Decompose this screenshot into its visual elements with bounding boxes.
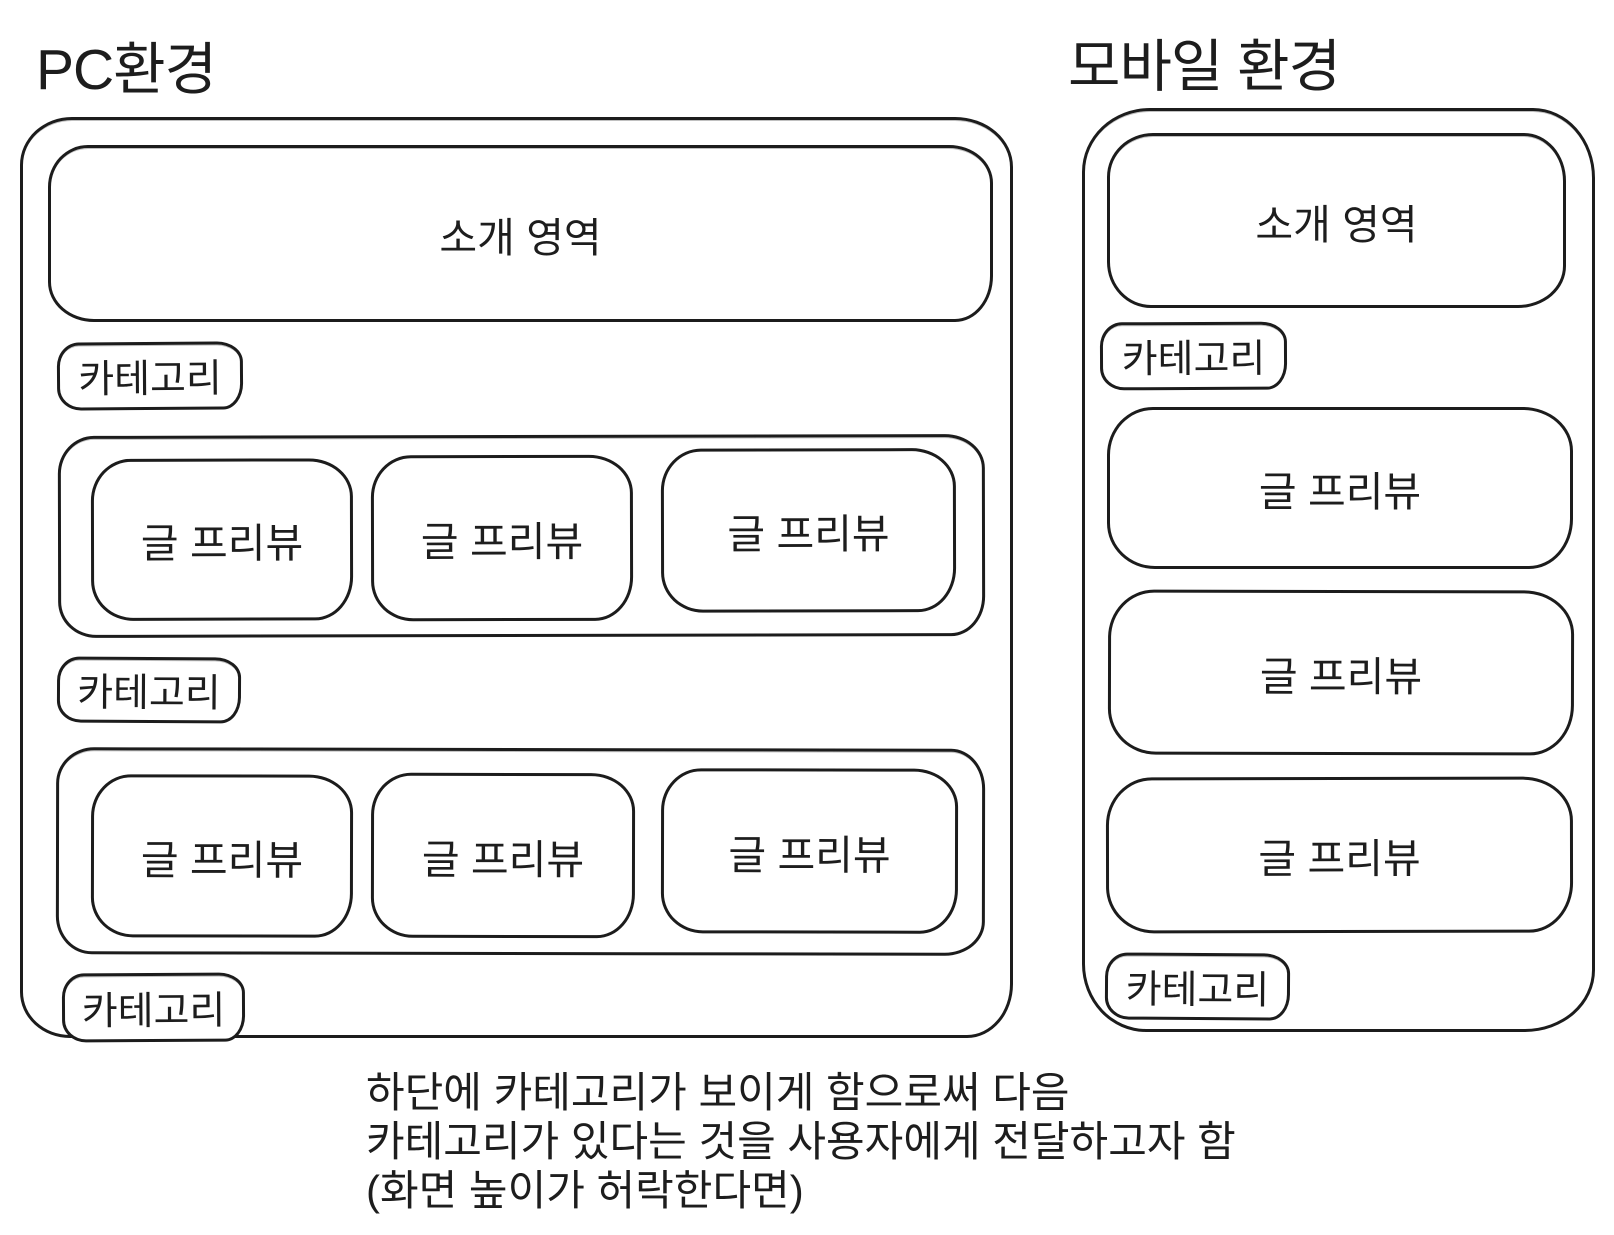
mobile-post-preview: 글 프리뷰 bbox=[1107, 407, 1573, 569]
mobile-post-preview-label: 글 프리뷰 bbox=[1258, 835, 1421, 883]
pc-post-preview: 글 프리뷰 bbox=[660, 768, 959, 934]
caption-line-1: 하단에 카테고리가 보이게 함으로써 다음 bbox=[366, 1069, 1070, 1116]
pc-post-preview: 글 프리뷰 bbox=[370, 772, 636, 939]
pc-post-preview-label: 글 프리뷰 bbox=[728, 831, 891, 879]
pc-category-badge-2: 카테고리 bbox=[56, 656, 242, 724]
mobile-intro-label: 소개 영역 bbox=[1255, 201, 1418, 248]
pc-category-label-2: 카테고리 bbox=[77, 671, 221, 716]
pc-post-preview: 글 프리뷰 bbox=[90, 458, 354, 621]
pc-section-title: PC환경 bbox=[36, 38, 217, 102]
mobile-category-badge-1: 카테고리 bbox=[1099, 321, 1288, 391]
pc-post-preview-label: 글 프리뷰 bbox=[140, 520, 304, 567]
mobile-post-preview-label: 글 프리뷰 bbox=[1259, 653, 1423, 700]
pc-category-badge-3: 카테고리 bbox=[61, 972, 246, 1043]
mobile-section-title: 모바일 환경 bbox=[1068, 35, 1341, 99]
pc-category-label-3: 카테고리 bbox=[81, 989, 226, 1033]
pc-post-preview: 글 프리뷰 bbox=[660, 448, 957, 613]
pc-post-preview-label: 글 프리뷰 bbox=[420, 518, 584, 566]
pc-category-badge-1: 카테고리 bbox=[56, 341, 244, 411]
caption-line-2: 카테고리가 있다는 것을 사용자에게 전달하고자 함 bbox=[366, 1118, 1236, 1165]
pc-post-preview-label: 글 프리뷰 bbox=[421, 836, 585, 883]
pc-category-label-1: 카테고리 bbox=[78, 357, 222, 402]
pc-posts-row-1: 글 프리뷰 글 프리뷰 글 프리뷰 bbox=[57, 434, 986, 638]
mobile-intro-box: 소개 영역 bbox=[1107, 133, 1566, 308]
mobile-category-label-1: 카테고리 bbox=[1121, 337, 1266, 382]
pc-post-preview: 글 프리뷰 bbox=[370, 454, 634, 622]
pc-post-preview: 글 프리뷰 bbox=[90, 774, 354, 938]
pc-intro-box: 소개 영역 bbox=[48, 145, 993, 322]
mobile-category-label-2: 카테고리 bbox=[1125, 968, 1270, 1012]
caption-note: 하단에 카테고리가 보이게 함으로써 다음 카테고리가 있다는 것을 사용자에게… bbox=[366, 1068, 1236, 1215]
pc-intro-label: 소개 영역 bbox=[439, 214, 602, 261]
pc-posts-row-2: 글 프리뷰 글 프리뷰 글 프리뷰 bbox=[55, 747, 986, 956]
mobile-post-preview: 글 프리뷰 bbox=[1105, 776, 1574, 934]
caption-line-3: (화면 높이가 허락한다면) bbox=[366, 1167, 804, 1214]
pc-post-preview-label: 글 프리뷰 bbox=[140, 836, 304, 884]
mobile-category-badge-2: 카테고리 bbox=[1104, 952, 1291, 1021]
pc-post-preview-label: 글 프리뷰 bbox=[727, 511, 890, 558]
mobile-post-preview: 글 프리뷰 bbox=[1107, 589, 1575, 756]
mobile-post-preview-label: 글 프리뷰 bbox=[1258, 469, 1422, 515]
